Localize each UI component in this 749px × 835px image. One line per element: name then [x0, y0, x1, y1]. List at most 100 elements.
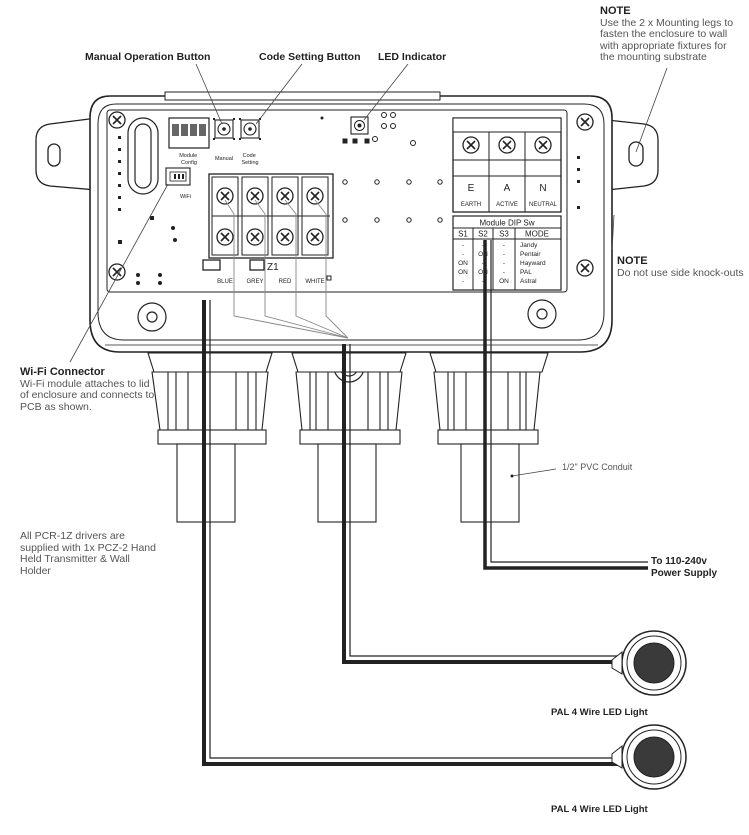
- power-letter-a: A: [504, 183, 511, 194]
- svg-text:ON: ON: [499, 278, 509, 285]
- svg-text:-: -: [482, 242, 484, 249]
- svg-text:ON: ON: [458, 260, 468, 267]
- power-name-active: ACTIVE: [496, 202, 518, 208]
- wire-label-grey: GREY: [246, 279, 263, 285]
- dip-switch-table: [452, 215, 562, 291]
- svg-text:-: -: [462, 251, 464, 258]
- power-name-neutral: NEUTRAL: [529, 202, 558, 208]
- module-config-label: Module Config: [179, 153, 199, 166]
- pcb-screw-tl: [108, 111, 126, 129]
- led-indicator-callout: LED Indicator: [378, 51, 446, 63]
- code-setting-callout: Code Setting Button: [259, 51, 360, 63]
- lamp-cable-1: [202, 300, 622, 766]
- code-setting-label: Code Setting: [241, 153, 258, 166]
- mounting-note-line: fasten the enclosure to wall: [600, 28, 728, 40]
- pcb-dot-column: [118, 116, 324, 285]
- z1-label: Z1: [267, 262, 279, 273]
- svg-text:-: -: [462, 242, 464, 249]
- wifi-label: WiFi: [180, 194, 191, 200]
- dip-row: ON - - Hayward: [458, 260, 546, 267]
- pcb-screw-br: [576, 259, 594, 277]
- pcb-screw-tr: [576, 113, 594, 131]
- dip-table-title: Module DIP Sw: [480, 219, 535, 228]
- pcb-right-dots: [577, 156, 580, 209]
- pcb-left-slot: [127, 117, 159, 195]
- conduit-leader-dot: [510, 474, 514, 478]
- mounting-note-line: with appropriate fixtures for: [600, 39, 727, 52]
- mounting-leg-left: [35, 117, 98, 191]
- dip-row: - - - Jandy: [462, 242, 538, 249]
- svg-text:MODE: MODE: [525, 230, 549, 239]
- pcb-small-parts: [342, 112, 416, 146]
- manual-operation-button[interactable]: [214, 119, 234, 139]
- svg-text:Astral: Astral: [520, 278, 537, 285]
- dip-row: ON ON - PAL: [458, 269, 532, 276]
- svg-text:ON: ON: [478, 251, 488, 258]
- mounting-leg-right: [606, 119, 659, 191]
- mounting-note: NOTE Use the 2 x Mounting legs to fasten…: [600, 5, 745, 64]
- wifi-note-line: of enclosure and connects to: [20, 389, 155, 401]
- pcb-grid-holes: [342, 179, 443, 223]
- power-supply-label: To 110-240v Power Supply: [651, 556, 718, 579]
- wire-label-white: WHITE: [305, 279, 324, 285]
- manual-operation-callout: Manual Operation Button: [85, 51, 210, 63]
- power-name-earth: EARTH: [461, 202, 481, 208]
- wifi-connector: [165, 167, 191, 186]
- svg-text:Hayward: Hayward: [520, 260, 546, 267]
- svg-text:-: -: [503, 251, 505, 258]
- svg-text:ON: ON: [478, 269, 488, 276]
- module-config-dip-switch: [168, 117, 210, 149]
- svg-text:Pentair: Pentair: [520, 251, 541, 258]
- dip-row: - ON - Pentair: [462, 251, 542, 258]
- wifi-note-line: PCB as shown.: [20, 400, 92, 413]
- driver-note-line: supplied with 1x PCZ-2 Hand: [20, 541, 156, 554]
- driver-note-line: All PCR-1Z drivers are: [20, 530, 126, 542]
- svg-text:-: -: [482, 278, 484, 285]
- power-supply-cable: [483, 240, 648, 570]
- svg-text:S2: S2: [478, 230, 488, 239]
- led-light-label-1: PAL 4 Wire LED Light: [551, 707, 649, 718]
- mounting-note-line: the mounting substrate: [600, 51, 707, 63]
- internal-wire-fan: [224, 199, 349, 339]
- code-setting-button[interactable]: [240, 119, 260, 139]
- led-indicator: [350, 116, 369, 135]
- pal-led-light-2: [611, 724, 687, 790]
- dip-table-headers: S1 S2 S3 MODE: [458, 230, 549, 239]
- power-letter-n: N: [539, 183, 546, 194]
- driver-note-line: Holder: [20, 564, 51, 577]
- leader-lines: [69, 63, 668, 477]
- wire-label-red: RED: [279, 279, 292, 285]
- driver-note: All PCR-1Z drivers are supplied with 1x …: [20, 530, 160, 577]
- cable-glands: [147, 352, 549, 445]
- driver-note-line: Held Transmitter & Wall: [20, 553, 130, 565]
- wifi-note-line: Wi-Fi module attaches to lid: [20, 377, 150, 390]
- wire-label-blue: BLUE: [217, 279, 233, 285]
- knockout-note-text: Do not use side knock-outs: [617, 266, 744, 279]
- dip-row: - - ON Astral: [462, 278, 537, 285]
- lamp-cable-2: [342, 344, 622, 664]
- mounting-note-title: NOTE: [600, 5, 631, 17]
- svg-text:Jandy: Jandy: [520, 242, 538, 249]
- z1-components: [202, 259, 332, 281]
- svg-text:-: -: [462, 278, 464, 285]
- knockout-note: NOTE Do not use side knock-outs: [617, 255, 747, 279]
- pal-led-light-1: [611, 630, 687, 696]
- svg-text:S3: S3: [499, 230, 509, 239]
- svg-text:-: -: [503, 242, 505, 249]
- conduit-label: 1/2" PVC Conduit: [562, 462, 633, 472]
- led-light-label-2: PAL 4 Wire LED Light: [551, 804, 649, 815]
- power-letter-e: E: [468, 183, 475, 194]
- svg-text:ON: ON: [458, 269, 468, 276]
- manual-label: Manual: [215, 156, 233, 162]
- svg-text:-: -: [503, 260, 505, 267]
- svg-text:-: -: [482, 260, 484, 267]
- mounting-note-line: Use the 2 x Mounting legs to: [600, 16, 734, 29]
- svg-text:PAL: PAL: [520, 269, 532, 276]
- pvc-conduits: [176, 443, 520, 523]
- wifi-connector-note: Wi-Fi Connector Wi-Fi module attaches to…: [20, 366, 160, 413]
- svg-text:S1: S1: [458, 230, 468, 239]
- wifi-connector-title: Wi-Fi Connector: [20, 366, 105, 378]
- svg-text:-: -: [503, 269, 505, 276]
